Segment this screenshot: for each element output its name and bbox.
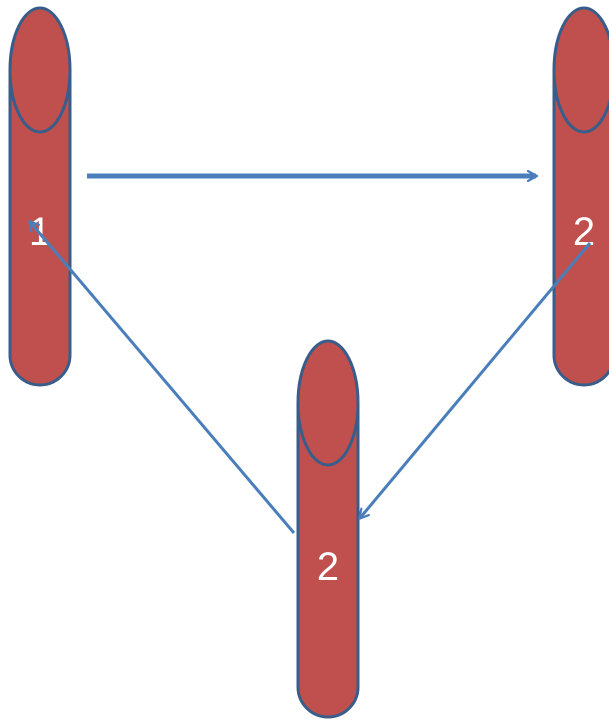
cylinder-2-right-top — [552, 6, 609, 134]
cylinder-1: 1 — [8, 6, 72, 387]
cylinder-2-bottom-body — [296, 403, 360, 719]
cylinder-2-bottom: 2 — [296, 339, 360, 719]
cylinder-2-right-body — [552, 70, 609, 387]
cylinder-2-right-label: 2 — [573, 210, 595, 254]
arrow-2-to-bottom — [360, 242, 592, 518]
cylinder-2-right: 2 — [552, 6, 609, 387]
cylinder-1-top — [8, 6, 72, 134]
cylinder-2-bottom-top — [296, 339, 360, 467]
arrow-bottom-to-1 — [30, 222, 296, 534]
cylinder-2-bottom-label: 2 — [317, 545, 339, 589]
